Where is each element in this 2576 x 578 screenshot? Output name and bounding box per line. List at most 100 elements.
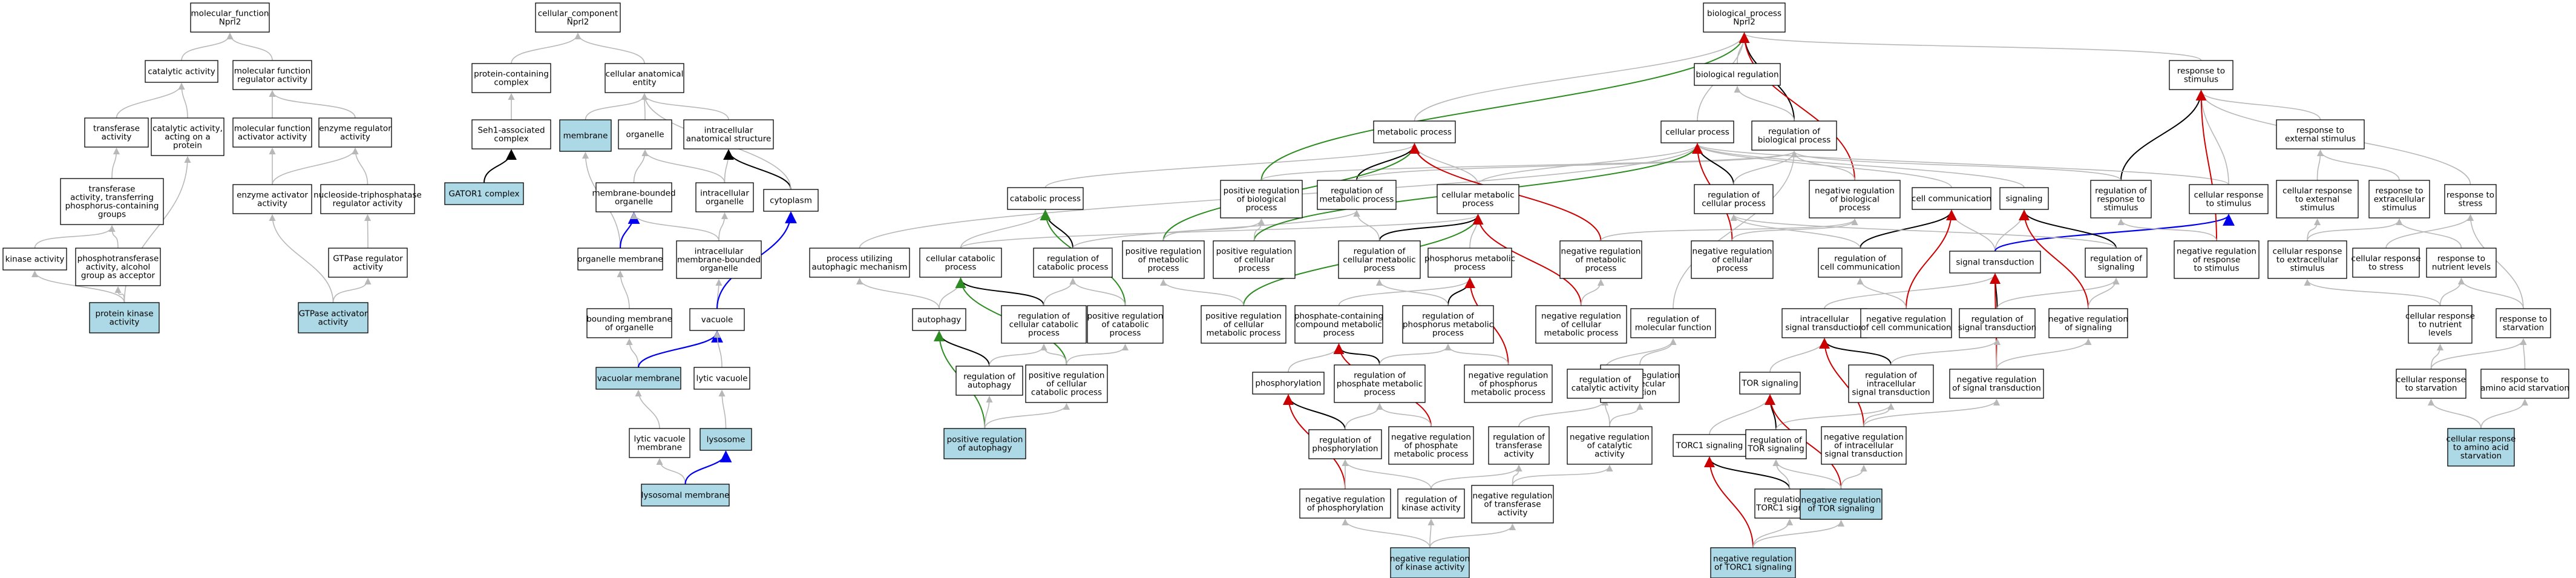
go-term-node-lv[interactable]: lytic vacuole xyxy=(693,367,750,390)
go-term-node-lm[interactable]: lysosomal membrane xyxy=(641,484,730,507)
go-term-node-sig[interactable]: signaling xyxy=(1999,187,2049,210)
go-term-node-phos[interactable]: phosphorylation xyxy=(1252,372,1325,395)
go-term-node-ccomm[interactable]: cell communication xyxy=(1912,187,1991,210)
go-term-node-cp[interactable]: cellular process xyxy=(1660,120,1734,143)
go-term-node-breg[interactable]: biological regulation xyxy=(1694,63,1781,86)
go-term-node-auto[interactable]: autophagy xyxy=(912,308,966,331)
go-term-node-cata[interactable]: catalytic activity xyxy=(145,60,218,83)
go-term-node-om[interactable]: organelle membrane xyxy=(577,248,663,271)
go-term-node-gator[interactable]: GATOR1 complex xyxy=(444,182,524,205)
go-term-node-vac[interactable]: vacuole xyxy=(689,308,745,331)
go-term-node-kin[interactable]: kinase activity xyxy=(2,248,67,271)
go-term-node-cyto[interactable]: cytoplasm xyxy=(763,189,819,212)
go-term-node-torc1[interactable]: TORC1 signaling xyxy=(1673,434,1746,457)
go-term-node-tor[interactable]: TOR signaling xyxy=(1739,372,1801,395)
go-term-node-org[interactable]: organelle xyxy=(618,119,672,149)
go-term-node-catp[interactable]: catabolic process xyxy=(1007,187,1084,210)
go-term-node-mp[interactable]: metabolic process xyxy=(1373,120,1456,143)
go-term-node-vm[interactable]: vacuolar membrane xyxy=(595,367,681,390)
go-term-node-lys[interactable]: lysosome xyxy=(700,428,752,451)
go-term-node-memb[interactable]: membrane xyxy=(559,119,612,152)
